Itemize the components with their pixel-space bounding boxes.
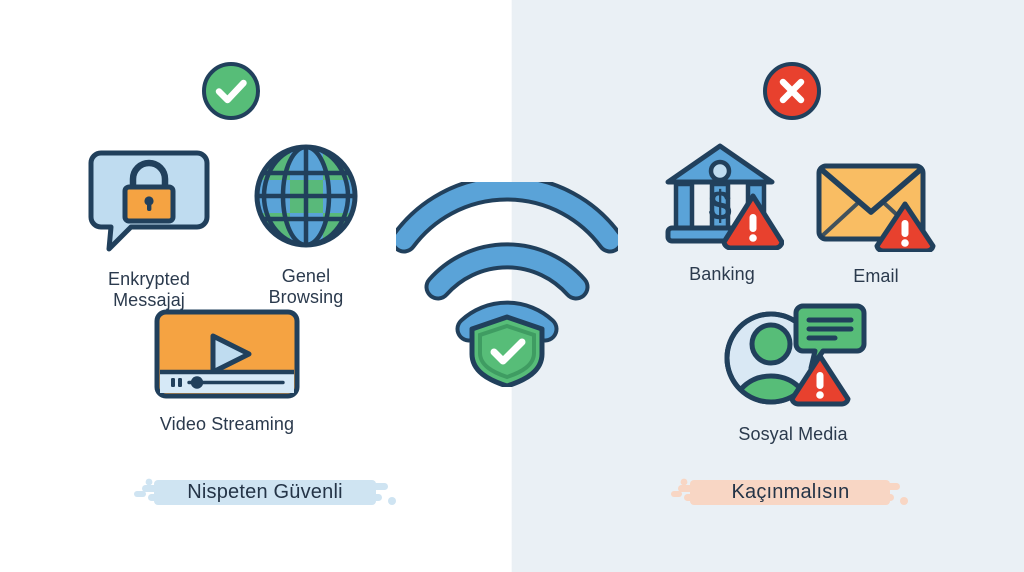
avoid-item-social-media: Sosyal Media xyxy=(718,298,868,445)
icon-label: Enkrypted Messajaj xyxy=(108,269,190,311)
safe-item-general-browsing: Genel Browsing xyxy=(240,140,372,308)
avoid-banner: Kaçınmalısın xyxy=(668,472,913,512)
svg-text:$: $ xyxy=(708,182,731,229)
avoid-banner-label: Kaçınmalısın xyxy=(731,480,850,503)
wifi-shield-icon xyxy=(390,174,624,389)
check-shield-icon xyxy=(469,314,545,389)
icon-label: Sosyal Media xyxy=(738,424,848,444)
safe-banner: Nispeten Güvenli xyxy=(130,472,400,512)
safe-banner-label: Nispeten Güvenli xyxy=(187,480,343,503)
icon-label: Email xyxy=(853,266,899,286)
panel-divider xyxy=(511,0,513,572)
warning-triangle-icon xyxy=(789,353,851,407)
warning-triangle-icon xyxy=(721,193,785,251)
bank-warning-icon: $ xyxy=(660,138,785,255)
avoid-item-email: Email xyxy=(812,160,940,287)
video-player-icon xyxy=(153,308,301,405)
banner-shape xyxy=(671,478,908,505)
x-circle-icon xyxy=(761,60,823,122)
banner-shape xyxy=(134,478,396,505)
icon-label: Genel Browsing xyxy=(268,266,344,308)
icon-label: Video Streaming xyxy=(159,414,295,434)
chat-bubble-lock-icon xyxy=(87,143,211,260)
icon-label: Banking xyxy=(689,264,755,284)
safe-item-encrypted-messaging: Enkrypted Messajaj xyxy=(78,143,220,311)
avoid-item-banking: $ Banking xyxy=(655,138,789,285)
safe-item-video-streaming: Video Streaming xyxy=(148,308,306,435)
warning-triangle-icon xyxy=(874,201,936,254)
check-circle-icon xyxy=(200,60,262,122)
globe-icon xyxy=(250,140,362,257)
social-user-warning-icon xyxy=(719,298,867,415)
envelope-warning-icon xyxy=(815,160,937,257)
